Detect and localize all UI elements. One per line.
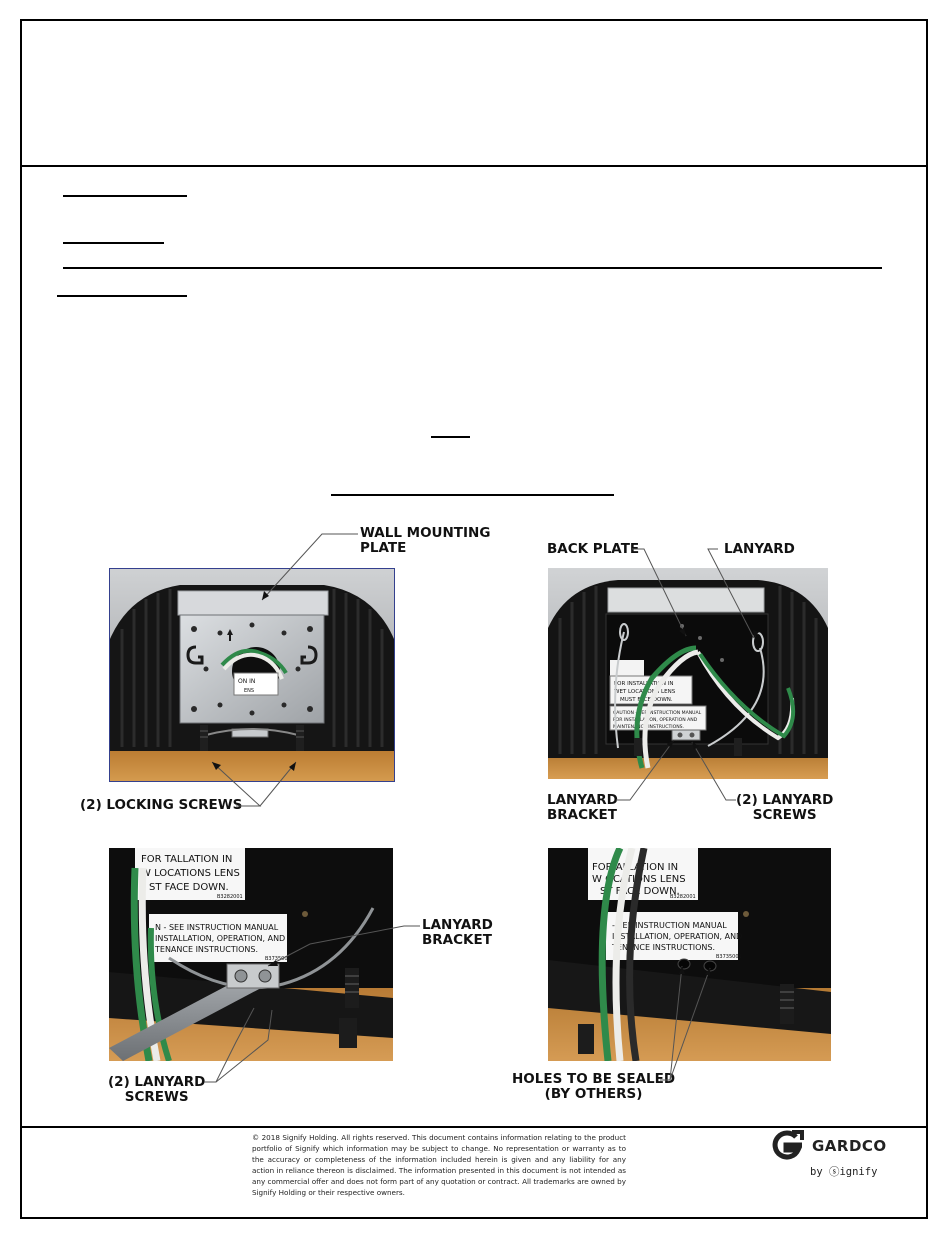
photo-holes-to-seal: FOR ALLATION IN W OCATIONS LENS ST FACE … — [548, 848, 831, 1061]
svg-text:TENANCE INSTRUCTIONS.: TENANCE INSTRUCTIONS. — [154, 945, 258, 954]
svg-text:FOR INSTALLATION, OPERATION AN: FOR INSTALLATION, OPERATION AND — [613, 717, 698, 723]
heading-underline-5 — [431, 436, 470, 438]
svg-text:TENANCE INSTRUCTIONS.: TENANCE INSTRUCTIONS. — [611, 943, 715, 952]
heading-underline-6 — [331, 494, 614, 496]
heading-underline-1 — [63, 195, 187, 197]
callout-wall-mounting-plate: WALL MOUNTING PLATE — [360, 525, 491, 556]
svg-text:W LOCATIONS LENS: W LOCATIONS LENS — [141, 868, 240, 879]
svg-text:ST FACE DOWN.: ST FACE DOWN. — [149, 882, 229, 893]
photo-wall-mounting-plate: ON IN ENS — [109, 568, 395, 782]
svg-text:FOR INSTALLATION IN: FOR INSTALLATION IN — [614, 681, 674, 687]
svg-text:FOR TALLATION IN: FOR TALLATION IN — [141, 854, 232, 865]
svg-text:ST FACE DOWN.: ST FACE DOWN. — [600, 886, 680, 897]
svg-text:CAUTION - SEE INSTRUCTION MANU: CAUTION - SEE INSTRUCTION MANUAL — [613, 710, 702, 716]
callout-lanyard-screws-2: (2) LANYARD SCREWS — [736, 792, 834, 823]
header-divider — [20, 165, 928, 167]
heading-underline-3 — [63, 267, 882, 269]
photo-back-plate-lanyard: FOR INSTALLATION IN WET LOCATIONS LENS M… — [548, 568, 828, 779]
svg-text:FOR ALLATION IN: FOR ALLATION IN — [592, 862, 678, 873]
callout-lanyard-bracket-3: LANYARD BRACKET — [422, 917, 493, 948]
footer-disclaimer: © 2018 Signify Holding. All rights reser… — [252, 1133, 626, 1197]
svg-text:ON IN: ON IN — [238, 678, 255, 685]
svg-text:- SEE INSTRUCTION MANUAL: - SEE INSTRUCTION MANUAL — [612, 921, 727, 930]
brand-by-line: by ⓢignify — [810, 1166, 878, 1178]
callout-lanyard: LANYARD — [724, 541, 795, 557]
photo-lanyard-bracket-closeup: FOR TALLATION IN W LOCATIONS LENS ST FAC… — [109, 848, 393, 1061]
brand-logo: GARDCO by ⓢignify — [770, 1130, 890, 1180]
svg-text:B3282001: B3282001 — [670, 894, 696, 900]
brand-name: GARDCO — [812, 1137, 887, 1155]
svg-text:B3282001: B3282001 — [217, 894, 243, 900]
gardco-logo-icon — [772, 1130, 804, 1160]
footer-divider — [20, 1126, 928, 1128]
svg-text:MUST FACE DOWN.: MUST FACE DOWN. — [620, 697, 673, 703]
heading-underline-4 — [57, 295, 187, 297]
callout-locking-screws: (2) LOCKING SCREWS — [80, 797, 243, 813]
page-frame — [20, 19, 928, 1219]
svg-text:INSTALLATION, OPERATION, AND: INSTALLATION, OPERATION, AND — [155, 934, 285, 943]
svg-text:B3735001: B3735001 — [716, 954, 742, 960]
svg-text:MAINTENANCE INSTRUCTIONS.: MAINTENANCE INSTRUCTIONS. — [613, 724, 684, 730]
callout-back-plate: BACK PLATE — [547, 541, 640, 557]
svg-text:B3735001: B3735001 — [265, 956, 291, 962]
svg-text:N - SEE INSTRUCTION MANUAL: N - SEE INSTRUCTION MANUAL — [155, 923, 279, 932]
callout-holes-to-be-sealed: HOLES TO BE SEALED (BY OTHERS) — [512, 1071, 676, 1102]
callout-lanyard-bracket-2: LANYARD BRACKET — [547, 792, 618, 823]
heading-underline-2 — [63, 242, 164, 244]
svg-text:ENS: ENS — [244, 688, 254, 694]
callout-lanyard-screws-3: (2) LANYARD SCREWS — [108, 1074, 206, 1105]
svg-text:INSTALLATION, OPERATION, AND: INSTALLATION, OPERATION, AND — [612, 932, 742, 941]
